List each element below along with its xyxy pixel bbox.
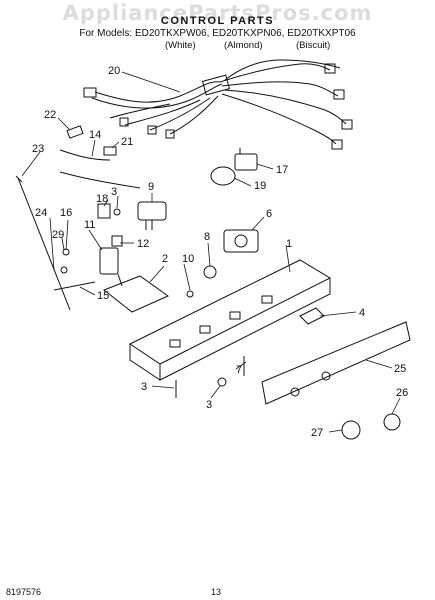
grommet-part bbox=[203, 265, 217, 279]
switch-bracket bbox=[103, 275, 170, 313]
color-label-white: (White) bbox=[165, 40, 196, 51]
callout-25: 25 bbox=[394, 363, 406, 375]
page-number: 13 bbox=[211, 587, 222, 597]
callout-7: 7 bbox=[236, 364, 242, 376]
wiring-harness bbox=[83, 59, 353, 150]
document-number: 8197576 bbox=[6, 587, 42, 597]
callout-6: 6 bbox=[266, 208, 272, 220]
washer-part bbox=[60, 266, 68, 274]
lamp-socket bbox=[234, 148, 258, 171]
defrost-timer bbox=[223, 229, 259, 253]
callout-15: 15 bbox=[97, 290, 109, 302]
callout-29: 29 bbox=[52, 229, 64, 241]
callout-19: 19 bbox=[254, 180, 266, 192]
color-label-biscuit: (Biscuit) bbox=[296, 40, 331, 51]
damper-control bbox=[99, 235, 123, 287]
callout-17: 17 bbox=[276, 164, 288, 176]
callout-8: 8 bbox=[204, 231, 210, 243]
callout-3b: 3 bbox=[141, 381, 147, 393]
callout-16: 16 bbox=[60, 207, 72, 219]
callout-14: 14 bbox=[89, 129, 101, 141]
capillary-tube bbox=[59, 171, 141, 189]
callout-1: 1 bbox=[286, 238, 292, 250]
callout-22: 22 bbox=[44, 109, 56, 121]
screw-part bbox=[217, 377, 227, 387]
connector-part bbox=[66, 125, 84, 139]
callout-11: 11 bbox=[84, 219, 95, 231]
color-label-almond: (Almond) bbox=[224, 40, 263, 51]
wire-part bbox=[59, 149, 111, 161]
callout-labels: 20 22 14 21 23 3 9 17 19 18 6 24 16 11 1… bbox=[32, 65, 408, 439]
control-knob bbox=[383, 413, 401, 431]
thermostat-part bbox=[137, 201, 167, 230]
callout-20: 20 bbox=[108, 65, 120, 77]
control-rod bbox=[17, 177, 71, 311]
callout-18: 18 bbox=[96, 193, 108, 205]
callout-27: 27 bbox=[311, 427, 323, 439]
light-bulb bbox=[210, 166, 236, 186]
control-panel bbox=[261, 321, 411, 405]
plug-part bbox=[103, 146, 117, 156]
screw-part bbox=[113, 208, 121, 216]
callout-12: 12 bbox=[137, 238, 149, 250]
callout-21: 21 bbox=[121, 136, 133, 148]
callout-2: 2 bbox=[162, 253, 168, 265]
control-housing bbox=[129, 259, 332, 381]
callout-9: 9 bbox=[148, 181, 154, 193]
nut-part bbox=[186, 290, 194, 298]
callout-10: 10 bbox=[182, 253, 194, 265]
callout-3c: 3 bbox=[206, 399, 212, 411]
callout-24: 24 bbox=[35, 207, 47, 219]
callout-23: 23 bbox=[32, 143, 44, 155]
control-knob bbox=[341, 420, 361, 440]
watermark: AppliancePartsPros.com bbox=[62, 1, 373, 25]
page-title: CONTROL PARTS bbox=[160, 15, 275, 27]
callout-3: 3 bbox=[111, 186, 117, 198]
callout-26: 26 bbox=[396, 387, 408, 399]
link-rod bbox=[53, 281, 96, 291]
callout-4: 4 bbox=[359, 307, 365, 319]
light-holder bbox=[299, 307, 325, 325]
bracket-part bbox=[97, 203, 111, 219]
model-list: For Models: ED20TKXPW06, ED20TKXPN06, ED… bbox=[79, 28, 356, 39]
